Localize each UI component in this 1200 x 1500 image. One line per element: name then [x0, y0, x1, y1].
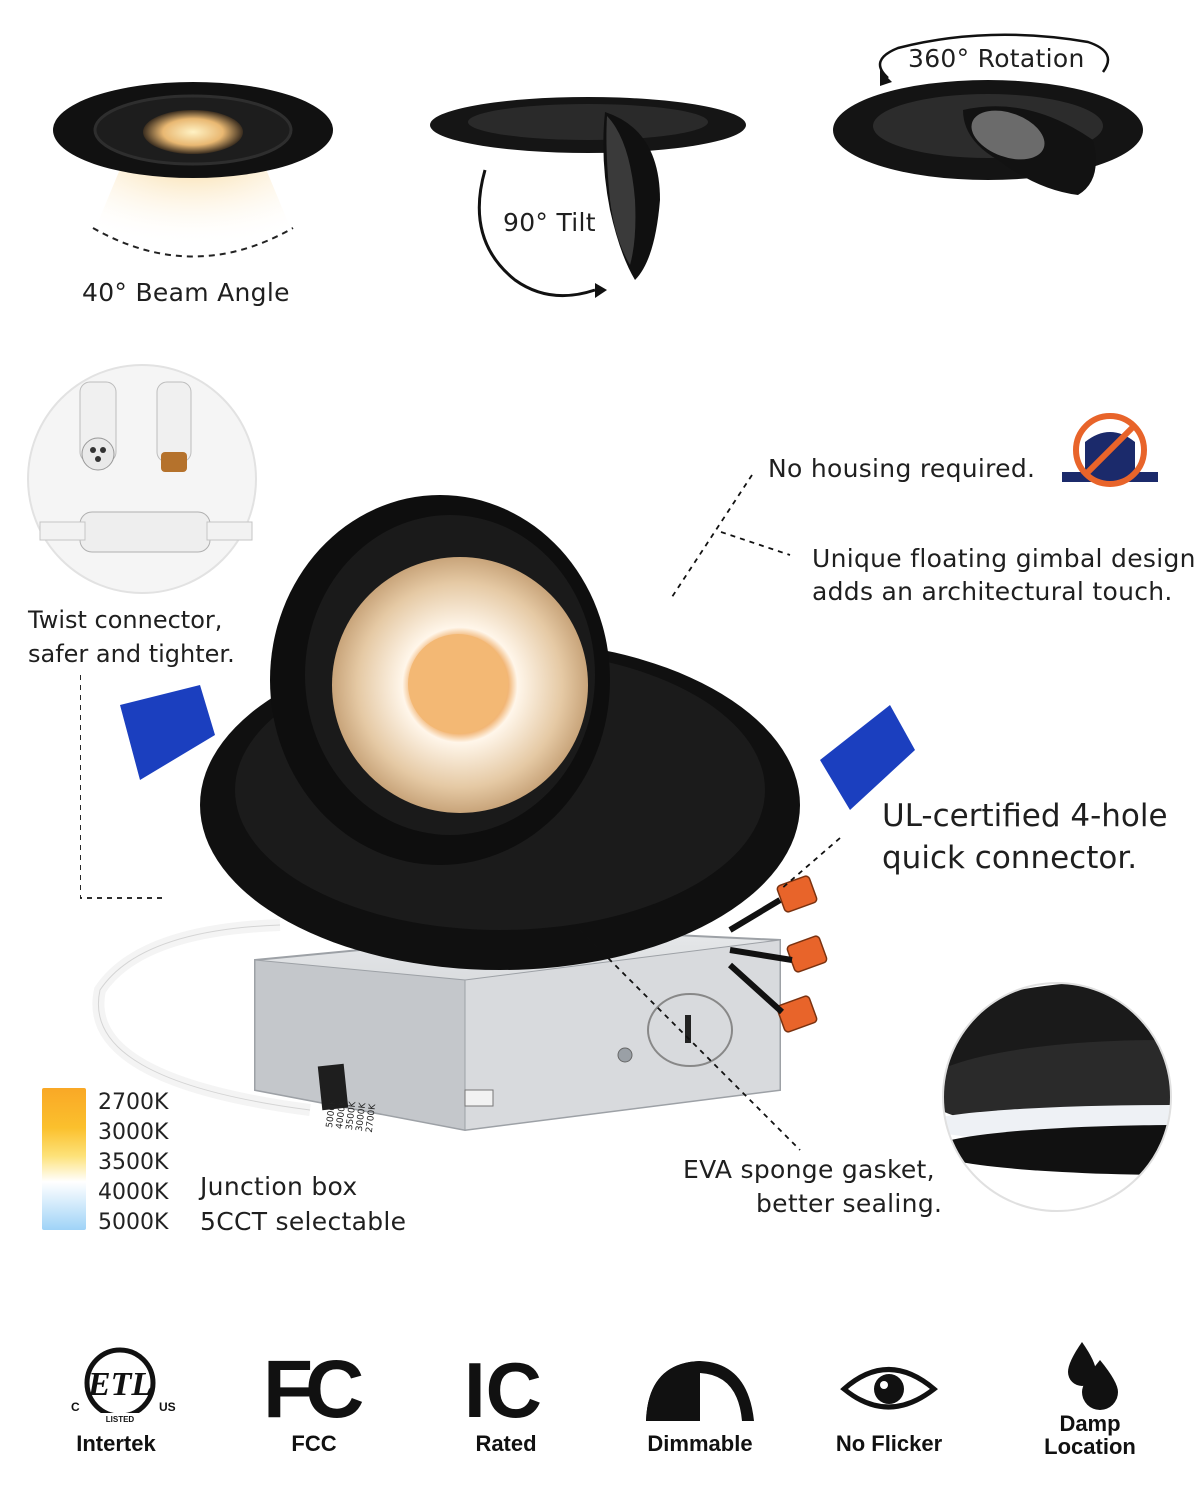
- cert-damp-label-1: Damp: [1059, 1411, 1121, 1436]
- cct-gradient-bar: [42, 1088, 86, 1230]
- cert-fcc: FC FCC: [255, 1345, 375, 1457]
- cert-ic-label: Rated: [475, 1431, 537, 1456]
- beam-angle-label: 40° Beam Angle: [82, 278, 290, 307]
- gasket-line-1: EVA sponge gasket,: [683, 1155, 935, 1184]
- ul-connector-line-1: UL-certified 4-hole: [882, 798, 1168, 834]
- switch-label-3500k: 3500K: [345, 1100, 359, 1131]
- cct-scale: 2700K 3000K 3500K 4000K 5000K: [98, 1088, 168, 1238]
- svg-text:LISTED: LISTED: [106, 1415, 135, 1424]
- cert-no-flicker-label: No Flicker: [835, 1431, 943, 1456]
- svg-text:C: C: [71, 1400, 80, 1414]
- cct-4000k: 4000K: [98, 1180, 169, 1205]
- rotation-fixture: [828, 30, 1158, 205]
- gimbal-line-1: Unique floating gimbal design: [812, 544, 1196, 573]
- etl-icon: ETL LISTED C US: [71, 1347, 176, 1424]
- svg-text:ETL: ETL: [87, 1366, 152, 1403]
- svg-text:IC: IC: [464, 1346, 542, 1425]
- main-fixture: 5000K 4000K 3500K 3000K 2700K: [80, 460, 1100, 1200]
- eye-icon: [840, 1367, 938, 1410]
- cct-3000k: 3000K: [98, 1120, 169, 1145]
- no-housing-label: No housing required.: [768, 454, 1036, 483]
- svg-text:US: US: [159, 1400, 176, 1414]
- switch-label-2700k: 2700K: [365, 1102, 379, 1133]
- junction-box-line-1: Junction box: [200, 1172, 358, 1201]
- cct-3500k: 3500K: [98, 1150, 169, 1175]
- cert-fcc-label: FCC: [291, 1431, 337, 1456]
- cct-2700k: 2700K: [98, 1090, 169, 1115]
- svg-text:FC: FC: [263, 1345, 362, 1425]
- fcc-icon: FC: [263, 1345, 370, 1425]
- dimmable-icon: [646, 1361, 754, 1421]
- gimbal-line-2: adds an architectural touch.: [812, 577, 1173, 606]
- cert-dimmable-label: Dimmable: [647, 1431, 753, 1456]
- ul-connector-line-2: quick connector.: [882, 840, 1138, 876]
- switch-label-5000k: 5000K: [325, 1097, 339, 1128]
- cct-5000k: 5000K: [98, 1210, 169, 1235]
- junction-box-line-2: 5CCT selectable: [200, 1207, 407, 1236]
- gasket-line-2: better sealing.: [756, 1189, 943, 1218]
- ic-icon: IC: [464, 1346, 542, 1425]
- twist-connector-line-2: safer and tighter.: [28, 640, 235, 668]
- no-housing-icon: [1060, 412, 1160, 492]
- beam-angle-fixture: [48, 70, 338, 280]
- twist-connector-inset: [25, 362, 260, 597]
- cert-dimmable: Dimmable: [638, 1345, 762, 1457]
- cert-etl: ETL LISTED C US Intertek: [62, 1345, 182, 1457]
- cert-damp-location: Damp Location: [1030, 1340, 1150, 1458]
- switch-label-4000k: 4000K: [335, 1099, 349, 1130]
- tilt-fixture: [425, 90, 755, 305]
- drops-icon: [1068, 1342, 1118, 1410]
- cert-ic: IC Rated: [450, 1345, 570, 1457]
- cert-etl-label: Intertek: [76, 1431, 156, 1456]
- tilt-label: 90° Tilt: [503, 208, 596, 237]
- cert-no-flicker: No Flicker: [830, 1345, 950, 1457]
- twist-connector-line-1: Twist connector,: [28, 606, 223, 634]
- switch-label-3000k: 3000K: [355, 1101, 369, 1132]
- cert-damp-label-2: Location: [1044, 1434, 1136, 1459]
- gasket-inset: [940, 980, 1175, 1215]
- rotation-label: 360° Rotation: [908, 44, 1085, 73]
